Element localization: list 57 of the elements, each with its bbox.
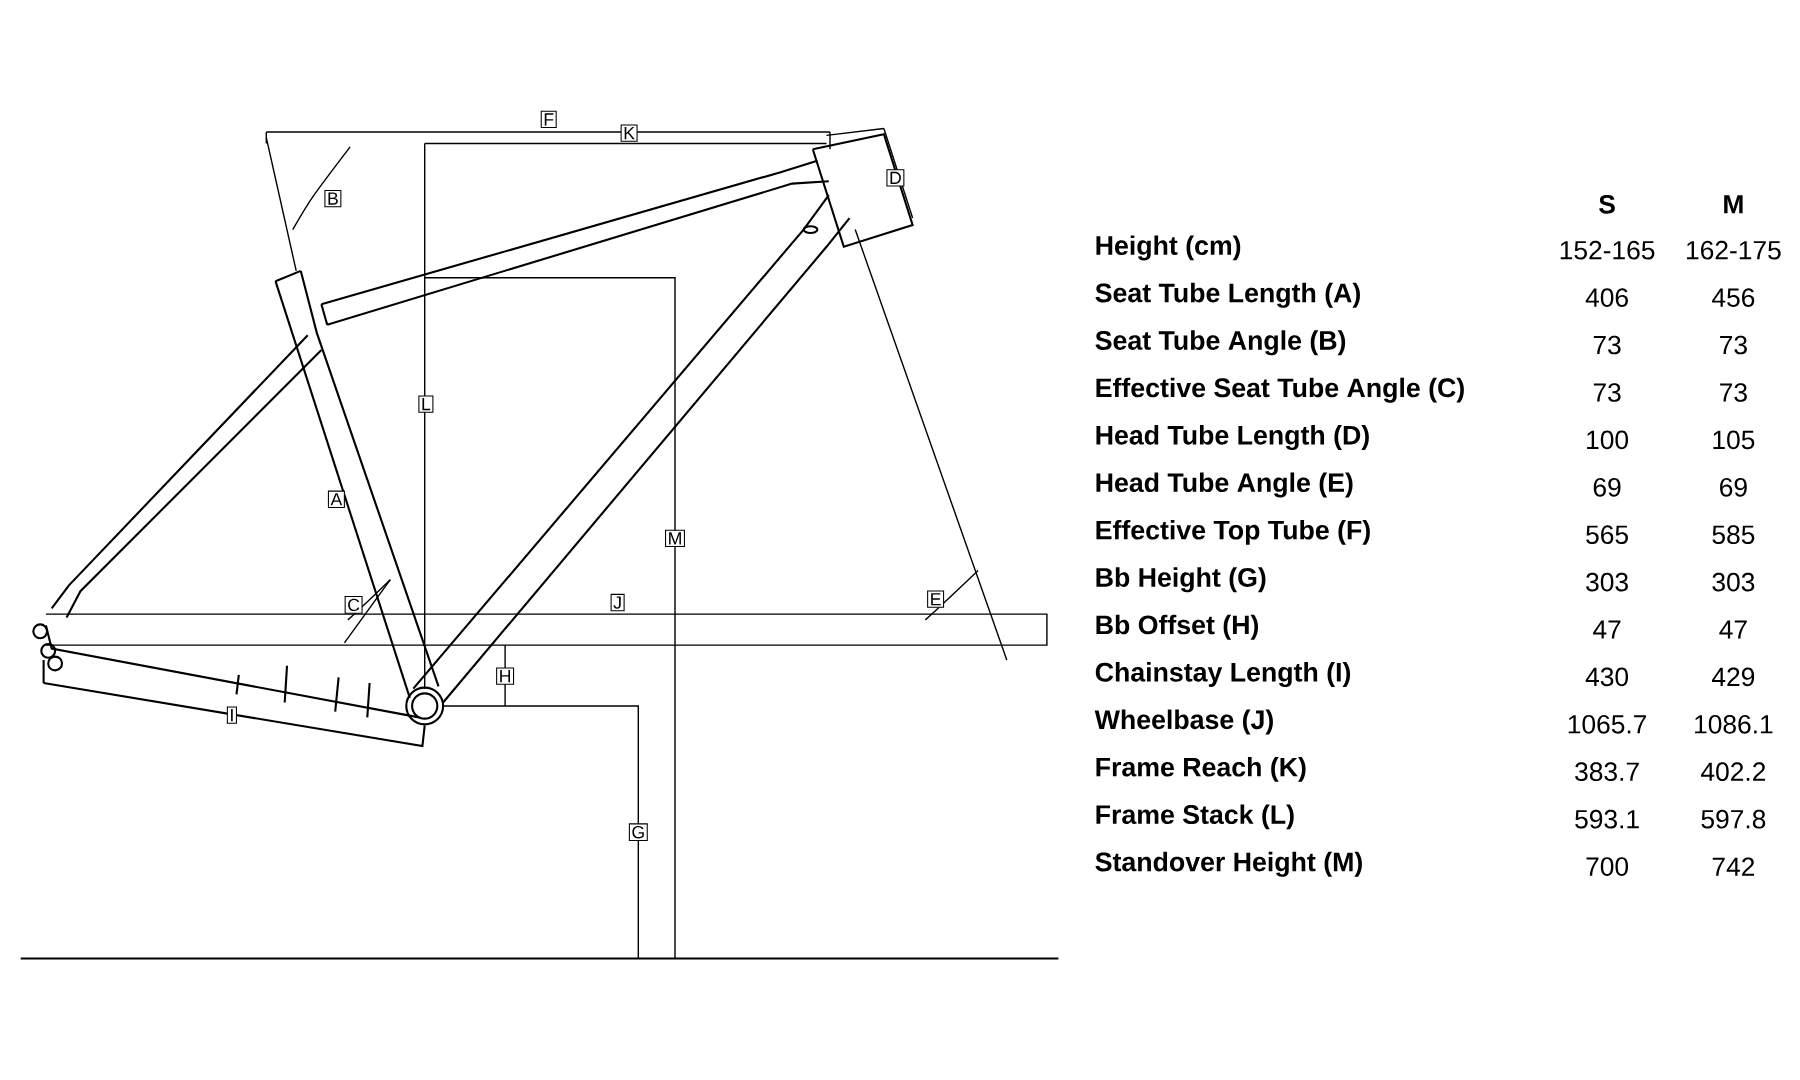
dimension-letter: J — [610, 593, 625, 612]
table-row-label: Wheelbase (J) — [1094, 709, 1273, 735]
table-row-label: Frame Reach (K) — [1096, 756, 1306, 782]
table-value: 742 — [1712, 857, 1755, 876]
dimension-letter: F — [540, 110, 557, 128]
table-value: 69 — [1593, 477, 1621, 497]
table-value: 69 — [1720, 477, 1747, 497]
table-value: 162-175 — [1687, 240, 1781, 260]
table-row-label: Bb Offset (H) — [1096, 614, 1259, 640]
dimension-letter: L — [418, 395, 434, 413]
dimension-letter: A — [327, 490, 345, 508]
table-value: 402.2 — [1701, 762, 1766, 781]
table-value: 100 — [1587, 430, 1629, 450]
table-value: 430 — [1585, 667, 1629, 687]
size-header: S — [1599, 194, 1615, 214]
dimension-letter: C — [344, 595, 363, 614]
table-value: 1065.7 — [1568, 714, 1647, 734]
dimension-letter: E — [927, 590, 945, 608]
table-value: 593.1 — [1575, 809, 1639, 829]
table-row-label: Standover Height (M) — [1095, 851, 1362, 877]
table-row-label: Effective Seat Tube Angle (C) — [1096, 377, 1464, 403]
table-row-label: Head Tube Length (D) — [1096, 425, 1369, 450]
table-row-label: Height (cm) — [1096, 235, 1241, 261]
table-value: 152-165 — [1560, 240, 1655, 260]
dimension-letter: D — [886, 169, 905, 187]
dimension-letter: B — [324, 189, 342, 208]
dimension-letter: M — [665, 529, 685, 547]
table-row-label: Effective Top Tube (F) — [1096, 519, 1370, 545]
table-value: 73 — [1720, 383, 1747, 402]
table-value: 700 — [1586, 857, 1629, 876]
table-row-label: Seat Tube Length (A) — [1095, 282, 1360, 308]
table-value: 406 — [1585, 288, 1628, 307]
table-value: 303 — [1586, 572, 1628, 592]
table-value: 585 — [1712, 525, 1755, 544]
table-value: 303 — [1712, 572, 1755, 592]
table-value: 47 — [1719, 620, 1747, 639]
table-value: 73 — [1593, 383, 1621, 402]
table-row-label: Frame Stack (L) — [1096, 804, 1294, 830]
table-row-label: Seat Tube Angle (B) — [1095, 330, 1346, 356]
table-value: 429 — [1712, 667, 1755, 687]
table-value: 565 — [1586, 525, 1628, 544]
dimension-letter: G — [628, 823, 648, 841]
dimension-letter: K — [620, 124, 638, 142]
table-row-label: Bb Height (G) — [1096, 567, 1266, 593]
table-value: 383.7 — [1575, 762, 1639, 781]
dimension-letter: I — [226, 706, 237, 724]
table-row-label: Chainstay Length (I) — [1095, 662, 1351, 687]
table-value: 73 — [1720, 335, 1747, 355]
table-value: 105 — [1713, 430, 1755, 450]
table-value: 73 — [1593, 335, 1621, 355]
table-row-label: Head Tube Angle (E) — [1096, 472, 1353, 498]
size-header: M — [1724, 195, 1743, 214]
table-value: 597.8 — [1701, 809, 1766, 829]
table-value: 1086.1 — [1695, 714, 1773, 734]
table-value: 47 — [1593, 620, 1621, 639]
dimension-letter: H — [496, 667, 515, 685]
table-value: 456 — [1712, 288, 1755, 307]
